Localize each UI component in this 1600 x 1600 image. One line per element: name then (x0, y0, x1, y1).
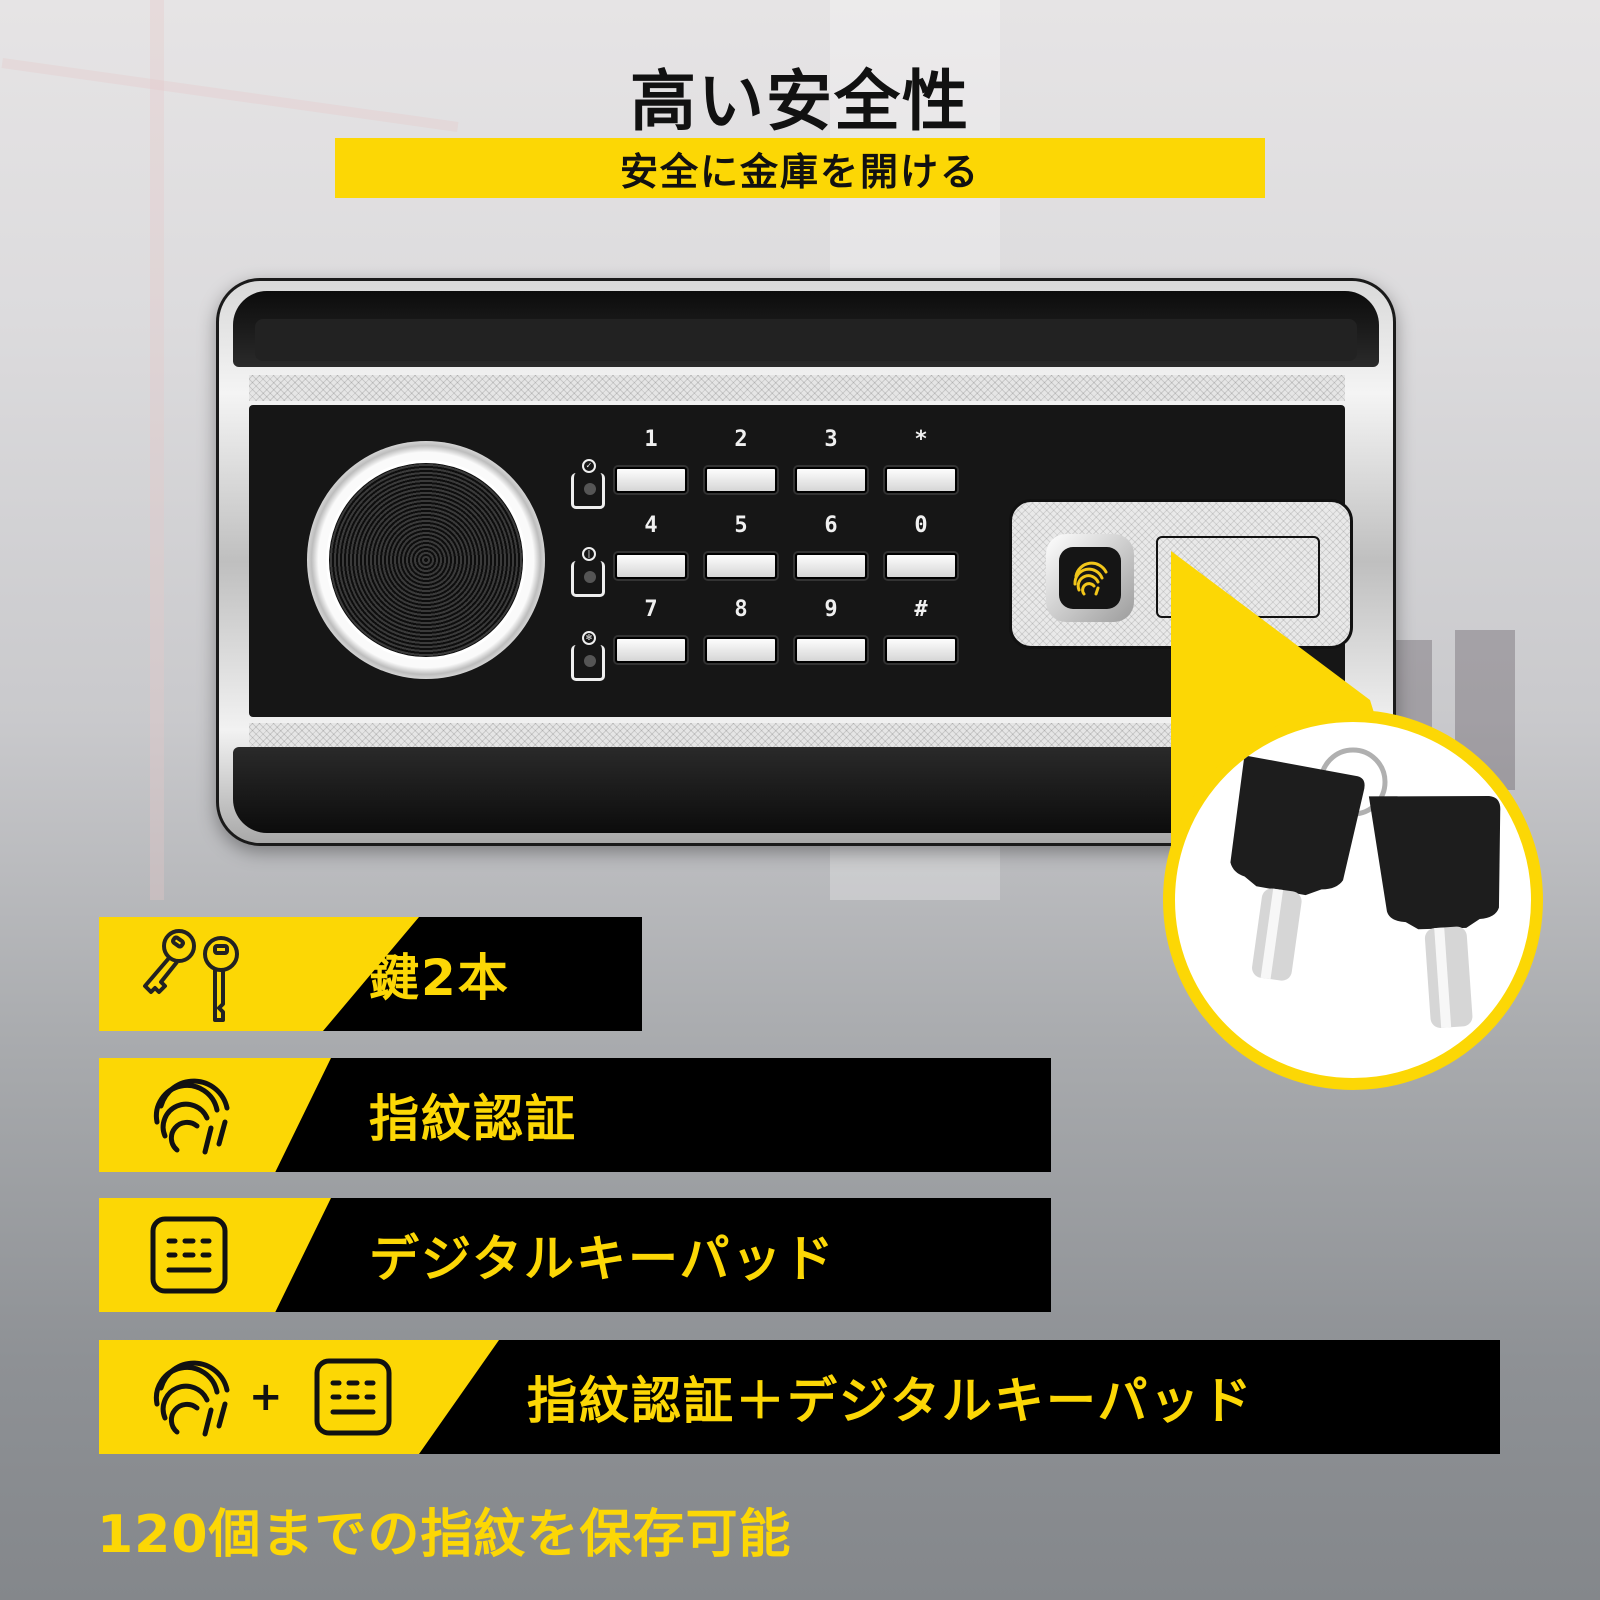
keypad-button-hash[interactable] (885, 637, 957, 663)
key-label: # (914, 597, 928, 622)
page-title: 高い安全性 (630, 63, 970, 140)
fingerprint-panel (1009, 499, 1353, 649)
feature-label: 指紋認証＋デジタルキーパッド (527, 1372, 1254, 1430)
safe-control-panel: ✓ | ✻ 1 2 3 * 4 5 6 0 7 8 9 # (216, 278, 1396, 846)
power-icon: | (582, 547, 596, 561)
key-label: 8 (734, 597, 748, 622)
keypad-button-7[interactable] (615, 637, 687, 663)
indicator-settings: ✻ (571, 631, 605, 681)
knurled-strip (249, 375, 1345, 401)
keypad-button-6[interactable] (795, 553, 867, 579)
keypad-button-8[interactable] (705, 637, 777, 663)
feature-row-keys: 鍵2本 (99, 917, 642, 1031)
keypad-icon (149, 1198, 229, 1312)
keypad-button-2[interactable] (705, 467, 777, 493)
safe-dial-knob[interactable] (307, 441, 545, 679)
keypad-button-5[interactable] (705, 553, 777, 579)
feature-label: 指紋認証 (369, 1090, 577, 1148)
key-label: 2 (734, 427, 748, 452)
knurled-strip (249, 723, 1345, 749)
key-label: * (914, 427, 928, 452)
key-label: 6 (824, 513, 838, 538)
fingerprint-sensor[interactable] (1046, 534, 1134, 622)
fingerprint-icon (1073, 561, 1108, 596)
keypad-button-4[interactable] (615, 553, 687, 579)
keypad-button-1[interactable] (615, 467, 687, 493)
alarm-clock-check-icon: ✓ (582, 459, 596, 473)
key-label: 0 (914, 513, 928, 538)
feature-row-keypad: デジタルキーパッド (99, 1198, 1051, 1312)
feature-row-fingerprint-keypad: + 指紋認証＋デジタルキーパッド (99, 1340, 1500, 1454)
gear-icon: ✻ (582, 631, 596, 645)
keys-callout-circle (1163, 710, 1543, 1090)
keys-icon (139, 917, 249, 1031)
fingerprint-icon (147, 1058, 237, 1172)
feature-label: 鍵2本 (369, 949, 510, 1007)
key-label: 5 (734, 513, 748, 538)
indicator-power: | (571, 547, 605, 597)
keypad-icon (313, 1340, 393, 1454)
key-label: 4 (644, 513, 658, 538)
indicator-alarm: ✓ (571, 459, 605, 509)
key-label: 3 (824, 427, 838, 452)
key-label: 7 (644, 597, 658, 622)
safe-top-bezel (233, 291, 1379, 367)
display-window (1156, 536, 1320, 618)
footnote-text: 120個までの指紋を保存可能 (97, 1505, 792, 1565)
subtitle-banner: 安全に金庫を開ける (335, 138, 1265, 198)
key-label: 9 (824, 597, 838, 622)
keypad-button-star[interactable] (885, 467, 957, 493)
physical-keys-image (1230, 747, 1501, 1028)
keypad-button-3[interactable] (795, 467, 867, 493)
keypad-button-0[interactable] (885, 553, 957, 579)
feature-label: デジタルキーパッド (369, 1230, 836, 1288)
key-label: 1 (644, 427, 658, 452)
plus-icon: + (249, 1374, 283, 1420)
subtitle-text: 安全に金庫を開ける (619, 149, 980, 194)
feature-row-fingerprint: 指紋認証 (99, 1058, 1051, 1172)
keypad-button-9[interactable] (795, 637, 867, 663)
fingerprint-icon (147, 1340, 237, 1454)
